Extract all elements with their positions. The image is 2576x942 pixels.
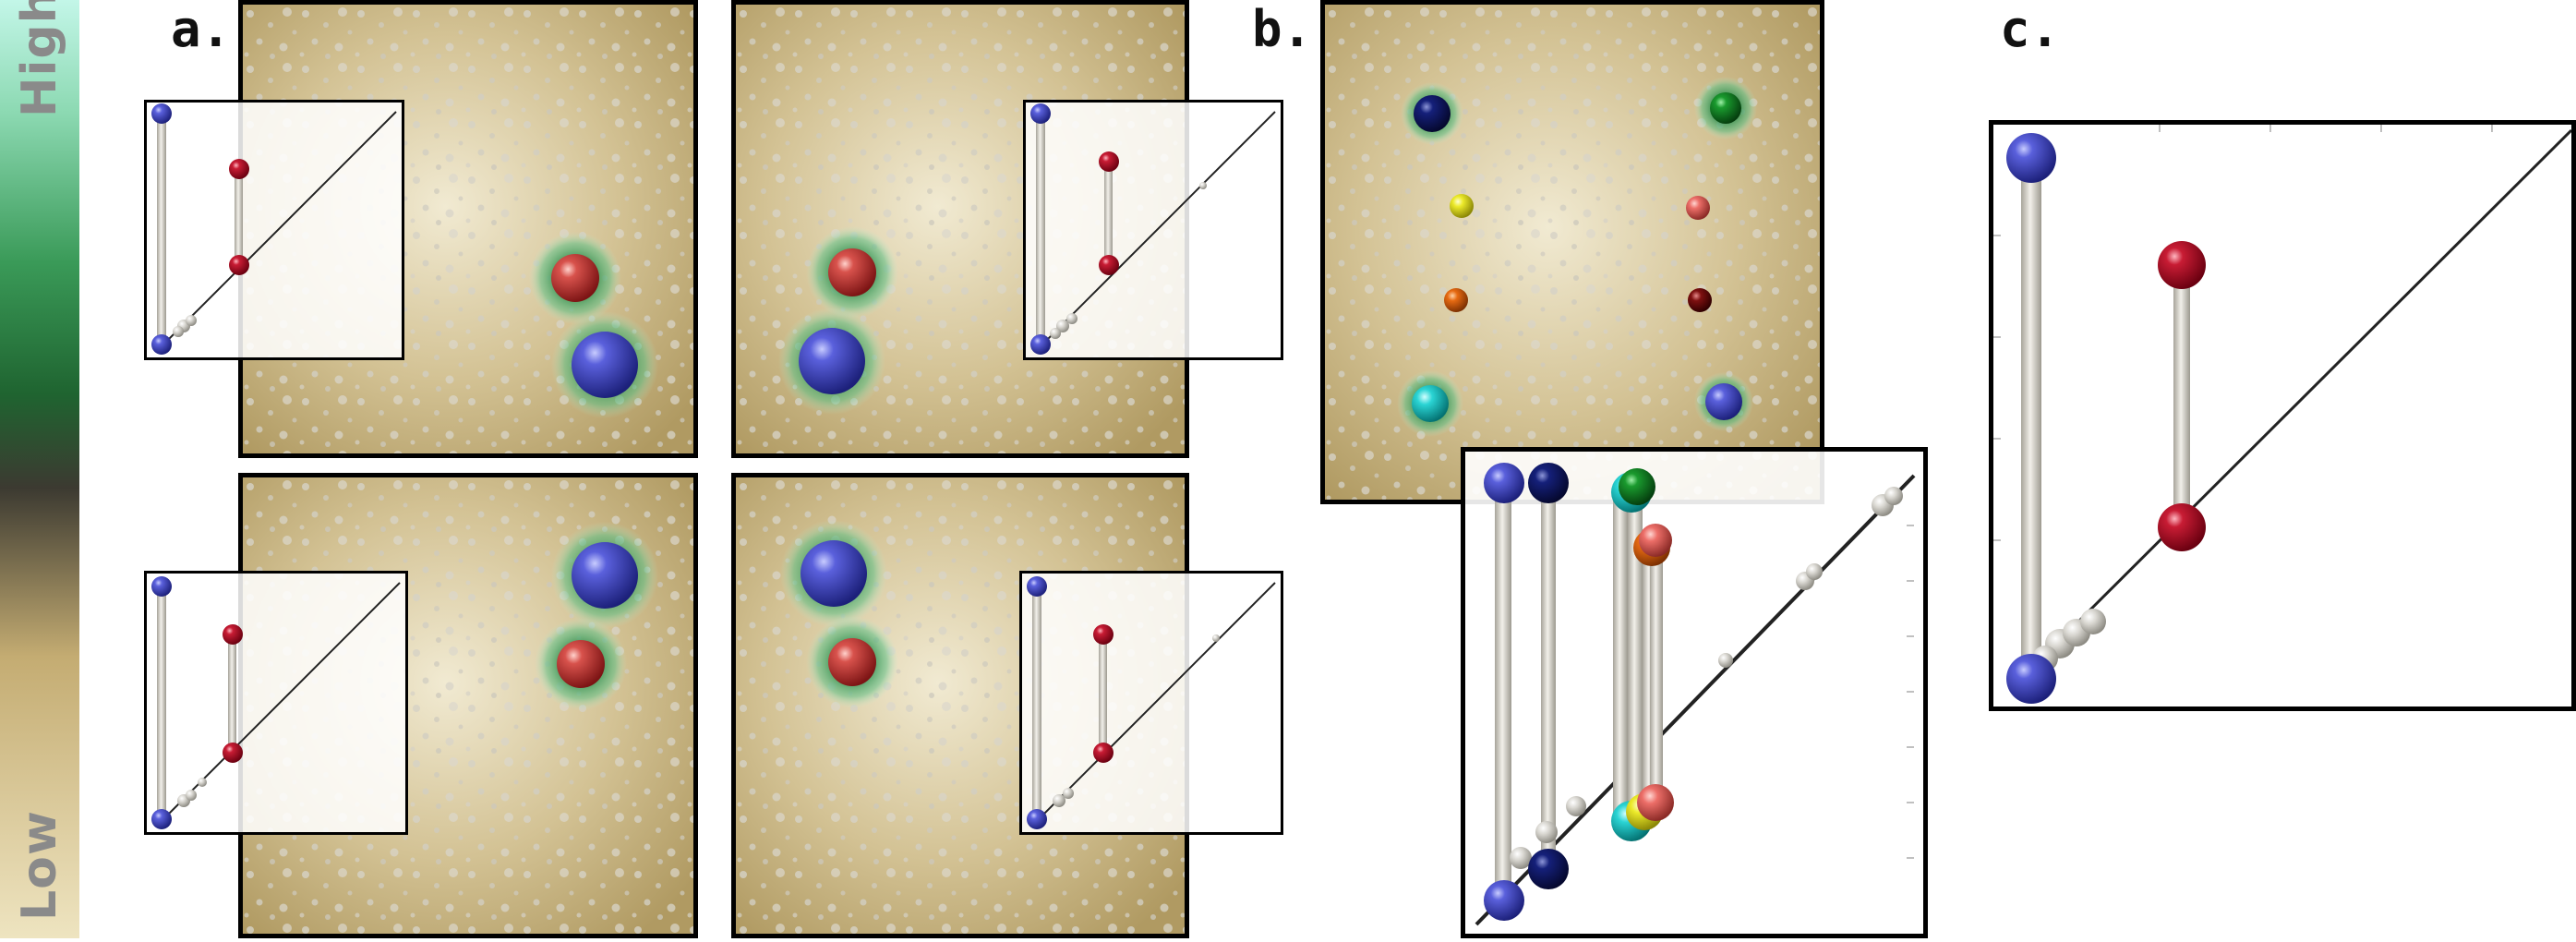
colorbar-high-label: High (12, 0, 67, 117)
sphere-icon (1710, 92, 1741, 124)
panel-label-b: b. (1252, 0, 1313, 58)
persistence-diagram-a1 (144, 100, 404, 360)
sphere-icon (1027, 576, 1047, 597)
sphere-icon (151, 103, 172, 124)
persistence-bar-icon (235, 169, 243, 265)
sphere-icon (799, 328, 865, 394)
sphere-icon (557, 640, 605, 688)
persistence-bar-icon (1650, 542, 1663, 806)
sphere-icon (223, 624, 243, 645)
colorbar: High Low (0, 0, 79, 938)
persistence-diagram-b (1461, 447, 1928, 938)
colorbar-gradient (0, 0, 79, 938)
sphere-icon (1099, 255, 1119, 275)
panel-label-a: a. (171, 0, 232, 58)
sphere-icon (1030, 103, 1051, 124)
persistence-bar-icon (228, 634, 236, 753)
sphere-icon (551, 254, 599, 302)
sphere-icon (1639, 524, 1672, 557)
colorbar-low-label: Low (12, 810, 67, 921)
sphere-icon (151, 576, 172, 597)
persistence-bar-icon (1036, 114, 1045, 344)
sphere-icon (1450, 194, 1474, 218)
sphere-icon (1444, 288, 1468, 312)
sphere-icon (2158, 241, 2206, 289)
sphere-icon (572, 332, 638, 398)
sphere-icon (828, 248, 876, 296)
persistence-bar-icon (1099, 634, 1107, 753)
persistence-bar-icon (1613, 492, 1628, 830)
sphere-icon (1705, 383, 1742, 420)
persistence-bar-icon (2021, 158, 2041, 679)
sphere-icon (151, 334, 172, 355)
persistence-bar-icon (1495, 483, 1511, 900)
sphere-icon (1414, 95, 1451, 132)
sphere-icon (1688, 288, 1712, 312)
sphere-icon (1619, 468, 1655, 505)
persistence-bar-icon (1541, 483, 1556, 869)
sphere-icon (2158, 503, 2206, 551)
sphere-icon (1412, 385, 1449, 422)
sphere-icon (1093, 624, 1113, 645)
sphere-icon (151, 809, 172, 829)
sphere-icon (1528, 463, 1569, 503)
sphere-icon (1528, 849, 1569, 889)
persistence-diagram-a2 (1023, 100, 1283, 360)
sphere-icon (1027, 809, 1047, 829)
terrain-a-top-right (731, 0, 1189, 458)
sphere-icon (828, 638, 876, 686)
persistence-diagram-a4 (1019, 571, 1283, 835)
terrain-a-top-left (238, 0, 698, 458)
sphere-icon (1686, 196, 1710, 220)
sphere-icon (800, 540, 867, 607)
sphere-icon (223, 743, 243, 763)
persistence-diagram-c (1989, 120, 2576, 711)
sphere-icon (1637, 784, 1674, 821)
sphere-icon (229, 255, 249, 275)
persistence-bar-icon (157, 586, 166, 819)
sphere-icon (572, 542, 638, 609)
sphere-icon (1093, 743, 1113, 763)
sphere-icon (2006, 654, 2056, 704)
panel-label-c: c. (2000, 0, 2061, 58)
terrain-a-bottom-left (238, 473, 698, 938)
terrain-b (1320, 0, 1824, 504)
persistence-bar-icon (1628, 489, 1643, 812)
sphere-icon (2006, 133, 2056, 183)
sphere-icon (1484, 880, 1524, 921)
persistence-bar-icon (157, 114, 166, 344)
persistence-bar-icon (2173, 265, 2190, 527)
persistence-diagram-a3 (144, 571, 408, 835)
sphere-icon (1484, 463, 1524, 503)
persistence-bar-icon (1104, 162, 1113, 265)
sphere-icon (1030, 334, 1051, 355)
persistence-bar-icon (1032, 586, 1041, 819)
sphere-icon (1099, 151, 1119, 172)
sphere-icon (229, 159, 249, 179)
